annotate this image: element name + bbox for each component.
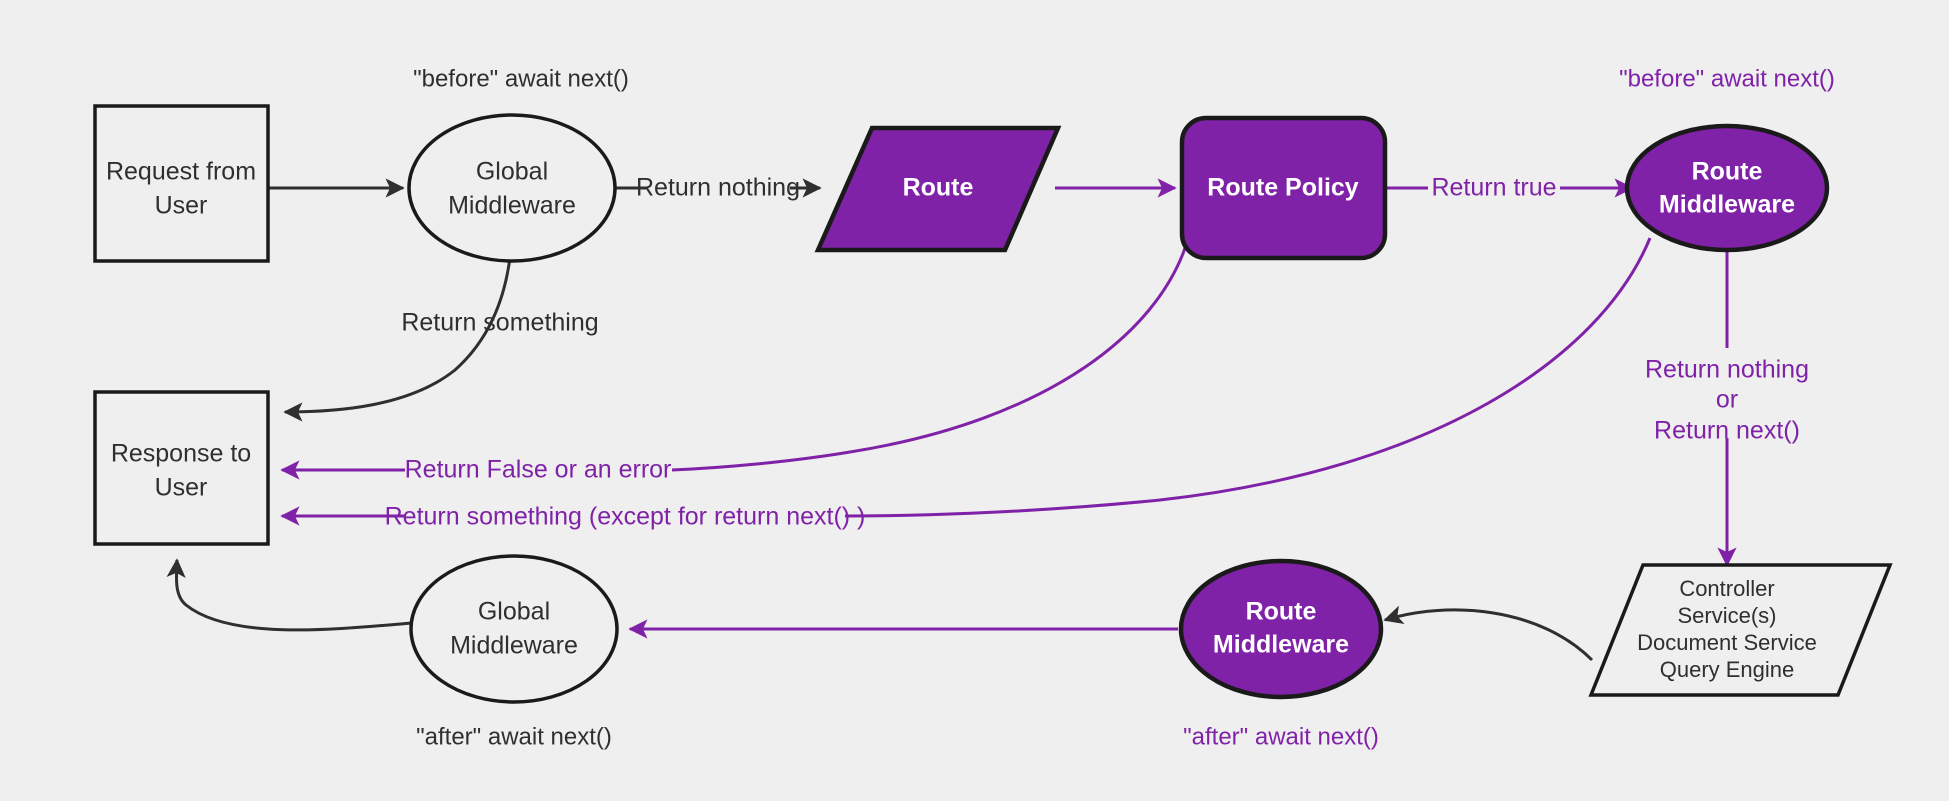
node-global-middleware-bottom[interactable]: Global Middleware <box>409 554 619 704</box>
route-middleware-top-label-line1: Route <box>1692 158 1763 186</box>
response-to-user-shape[interactable] <box>93 390 270 546</box>
node-route-policy[interactable]: Route Policy <box>1179 115 1388 261</box>
route-middleware-bottom-label-line2: Middleware <box>1213 631 1349 659</box>
route-shape[interactable] <box>814 125 1062 253</box>
edge-global-middleware-to-response <box>283 234 514 422</box>
edge-route-middleware-to-response <box>844 237 1652 518</box>
controller-label-line1: Controller <box>1679 576 1774 601</box>
route-middleware-top-shape[interactable] <box>1624 123 1830 253</box>
edge-route-policy-to-response <box>671 231 1192 472</box>
annotation-after-await-next-bottom-right: "after" await next() <box>1183 723 1379 750</box>
route-policy-label: Route Policy <box>1207 174 1359 202</box>
edge-global-middleware-bottom-to-response <box>166 558 413 632</box>
edge-label-or: or <box>1716 386 1738 414</box>
node-route[interactable]: Route <box>814 125 1062 253</box>
edge-label-return-nothing: Return nothing <box>636 174 800 202</box>
annotation-after-await-next-bottom-left: "after" await next() <box>416 723 612 750</box>
global-middleware-top-label-line2: Middleware <box>448 192 576 220</box>
request-from-user-label-line2: User <box>155 192 208 220</box>
request-from-user-label-line1: Request from <box>106 158 256 186</box>
annotation-before-await-next-top-left: "before" await next() <box>413 65 629 92</box>
edges-layer <box>166 178 1737 662</box>
annotation-before-await-next-top-right: "before" await next() <box>1619 65 1835 92</box>
route-middleware-bottom-shape[interactable] <box>1178 558 1384 700</box>
node-request-from-user[interactable]: Request from User <box>93 104 270 263</box>
route-label: Route <box>903 174 974 202</box>
controller-label-line4: Query Engine <box>1660 657 1795 682</box>
controller-label-line3: Document Service <box>1637 630 1817 655</box>
edge-label-return-false-or-error: Return False or an error <box>405 456 672 484</box>
global-middleware-bottom-label-line1: Global <box>478 598 550 626</box>
global-middleware-top-label-line1: Global <box>476 158 548 186</box>
edge-label-return-something-except: Return something (except for return next… <box>385 503 866 531</box>
route-policy-shape[interactable] <box>1179 115 1388 261</box>
node-response-to-user[interactable]: Response to User <box>93 390 270 546</box>
annotations-layer: "before" await next() "before" await nex… <box>413 65 1835 750</box>
edge-labels-layer: Return nothing Return something Return t… <box>385 174 1809 531</box>
node-controller-services[interactable]: Controller Service(s) Document Service Q… <box>1588 563 1893 697</box>
node-route-middleware-bottom[interactable]: Route Middleware <box>1178 558 1384 700</box>
global-middleware-bottom-shape[interactable] <box>409 554 619 704</box>
route-middleware-top-label-line2: Middleware <box>1659 191 1795 219</box>
controller-services-shape[interactable] <box>1588 563 1893 697</box>
edge-label-return-nothing-2: Return nothing <box>1645 356 1809 384</box>
global-middleware-top-shape[interactable] <box>407 113 617 263</box>
edge-label-return-next: Return next() <box>1654 417 1800 445</box>
edge-label-return-something: Return something <box>401 309 598 337</box>
response-to-user-label-line2: User <box>155 474 208 502</box>
edge-controller-to-route-middleware-bottom <box>1383 605 1594 662</box>
node-route-middleware-top[interactable]: Route Middleware <box>1624 123 1830 253</box>
response-to-user-label-line1: Response to <box>111 440 251 468</box>
request-from-user-shape[interactable] <box>93 104 270 263</box>
route-middleware-bottom-label-line1: Route <box>1246 598 1317 626</box>
edge-label-return-true: Return true <box>1431 174 1556 202</box>
node-global-middleware-top[interactable]: Global Middleware <box>407 113 617 263</box>
global-middleware-bottom-label-line2: Middleware <box>450 632 578 660</box>
controller-label-line2: Service(s) <box>1677 603 1776 628</box>
